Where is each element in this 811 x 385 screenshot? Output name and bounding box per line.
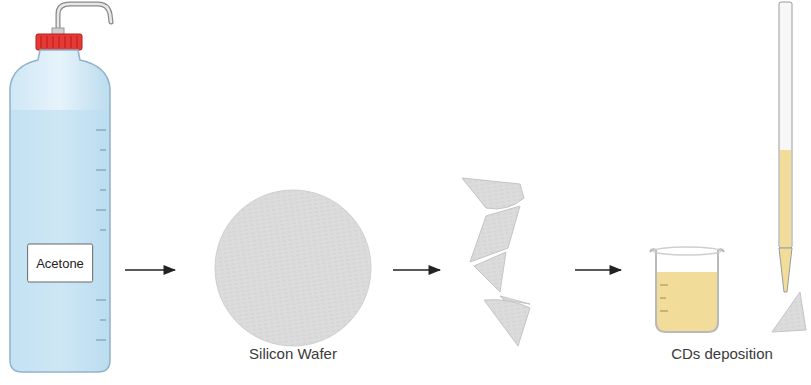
- wafer-pieces: [462, 178, 530, 346]
- wafer-piece: [772, 292, 806, 332]
- process-arrow: [393, 269, 440, 271]
- wash-bottle: [10, 4, 111, 372]
- bottle-label: Acetone: [27, 244, 93, 283]
- silicon-wafer: [215, 190, 371, 346]
- process-arrow: [575, 269, 621, 271]
- wafer-node: Silicon Wafer: [200, 180, 390, 370]
- pipette: [779, 2, 792, 292]
- process-arrow: [125, 269, 175, 271]
- node-caption: Silicon Wafer: [249, 345, 337, 362]
- deposition-node: CDs deposition: [630, 0, 811, 385]
- wash-bottle-node: Acetone: [0, 0, 120, 375]
- node-caption: CDs deposition: [671, 345, 773, 362]
- beaker: [650, 247, 724, 332]
